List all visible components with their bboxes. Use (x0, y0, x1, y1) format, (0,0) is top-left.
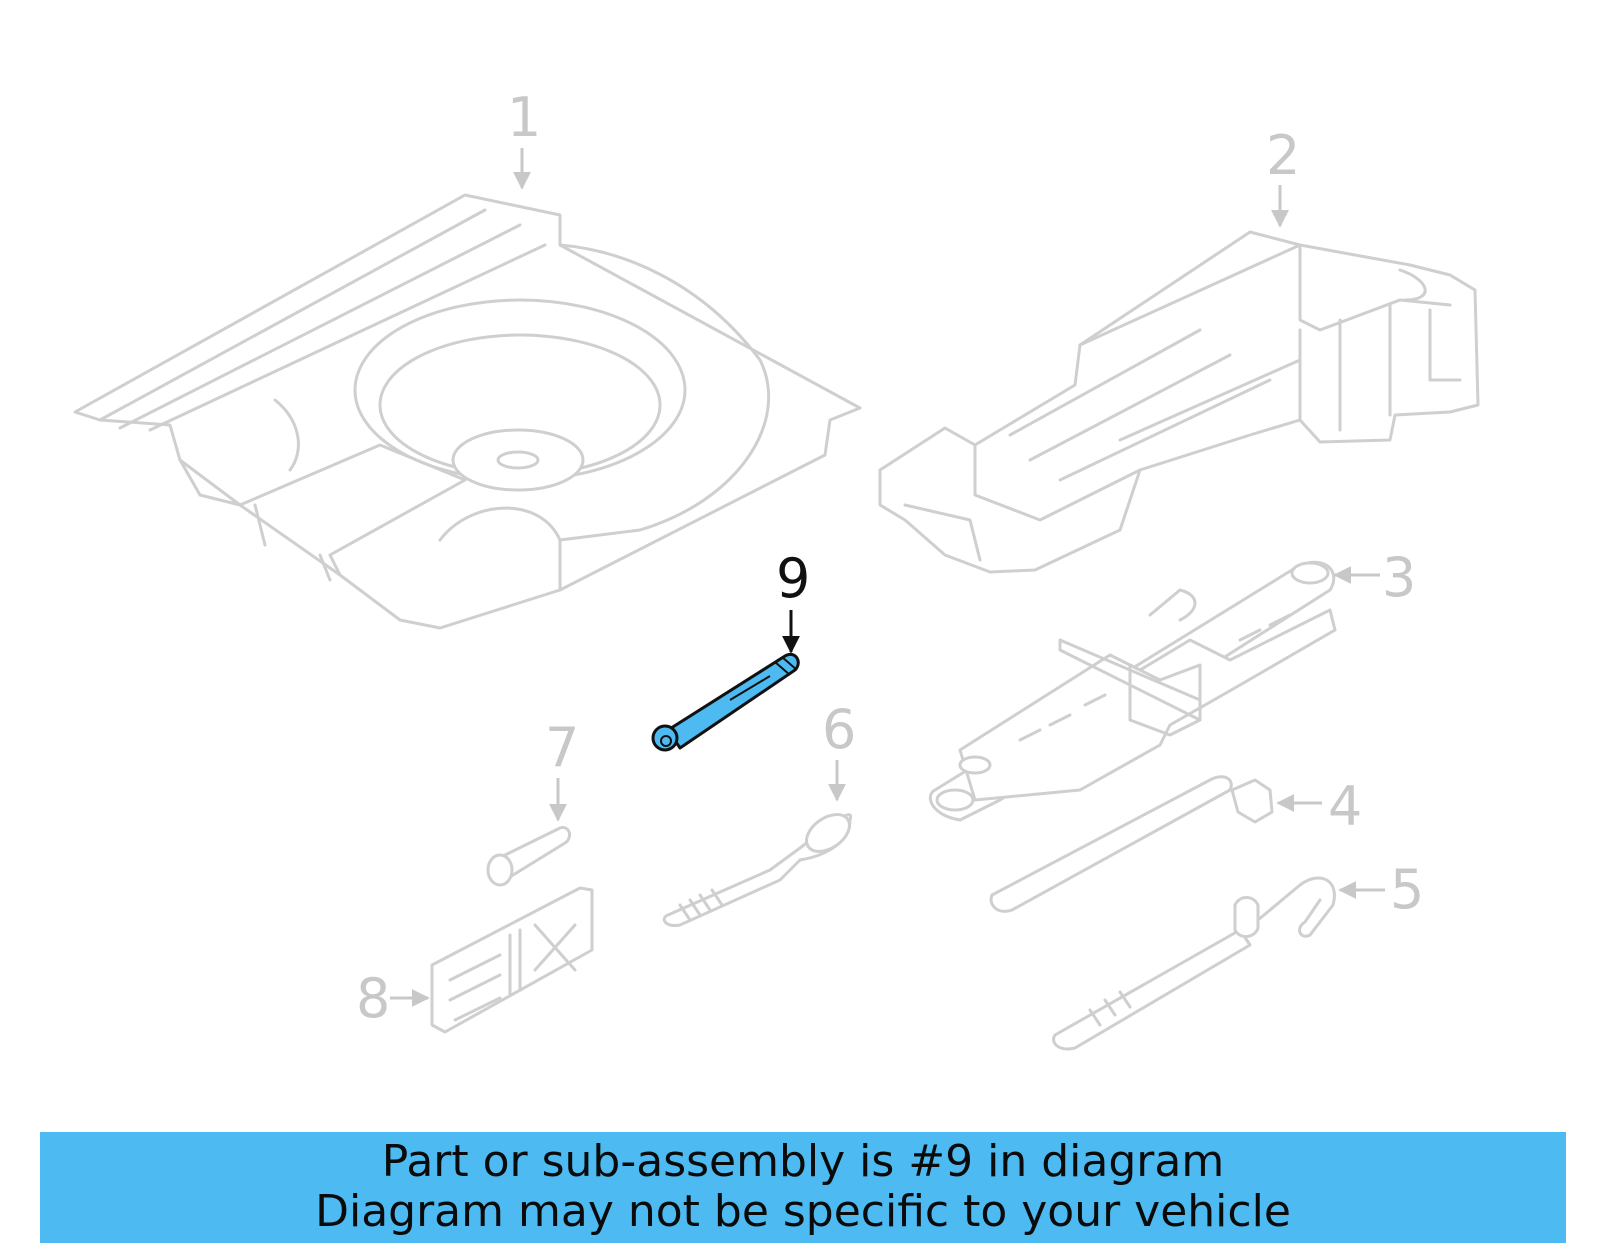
banner-line-1: Part or sub-assembly is #9 in diagram (381, 1136, 1225, 1187)
callout-2-label: 2 (1266, 124, 1300, 187)
part-9-extension-rod (651, 653, 800, 752)
part-4-wrench-rod (989, 775, 1274, 913)
callout-9-label: 9 (776, 547, 810, 610)
callout-3-label: 3 (1382, 546, 1416, 609)
part-3-scissor-jack (928, 560, 1337, 822)
callout-1-label: 1 (507, 86, 541, 149)
part-1-trunk-floor-pan (73, 193, 862, 630)
part-5-hook-handle (1052, 876, 1336, 1051)
info-banner: Part or sub-assembly is #9 in diagram Di… (40, 1132, 1566, 1243)
callout-6-label: 6 (822, 698, 856, 761)
part-8-instruction-plate (430, 886, 594, 1034)
part-6-towing-eye (662, 813, 853, 928)
part-7-bolt (486, 826, 572, 887)
part-2-tool-tray (878, 230, 1480, 574)
callout-4-label: 4 (1328, 775, 1362, 838)
callout-7-label: 7 (545, 716, 579, 779)
banner-line-2: Diagram may not be specific to your vehi… (315, 1186, 1291, 1237)
callout-8-label: 8 (356, 967, 390, 1030)
callout-5-label: 5 (1390, 858, 1424, 921)
